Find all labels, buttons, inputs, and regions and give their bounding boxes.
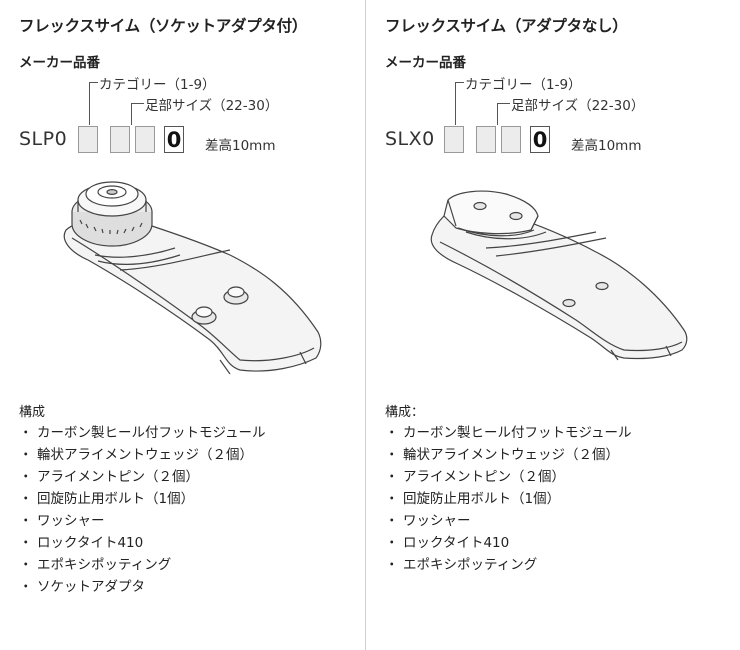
list-item: ・エポキシポッティング — [385, 557, 538, 573]
fixed-zero-digit: 0 — [164, 126, 184, 153]
foot-size-leader-line — [131, 103, 144, 125]
size-digit-box-1 — [110, 126, 130, 153]
category-leader-line — [455, 82, 464, 125]
part-number-prefix: SLX0 — [385, 128, 435, 150]
size-digit-box-1 — [476, 126, 496, 153]
list-item: ・輪状アライメントウェッジ（２個） — [19, 447, 253, 463]
part-number-prefix: SLP0 — [19, 128, 68, 150]
list-item: ・アライメントピン（２個） — [385, 469, 565, 485]
category-digit-box — [78, 126, 98, 153]
component-list: ・カーボン製ヒール付フットモジュール ・輪状アライメントウェッジ（２個） ・アラ… — [385, 422, 632, 576]
list-item: ・ワッシャー — [385, 513, 471, 529]
list-item: ・ロックタイト410 — [385, 535, 510, 551]
list-item: ・カーボン製ヒール付フットモジュール — [19, 425, 266, 441]
foot-size-label: 足部サイズ（22-30） — [145, 98, 279, 114]
category-digit-box — [444, 126, 464, 153]
product-title: フレックスサイム（ソケットアダプタ付） — [19, 17, 308, 35]
list-item: ・ロックタイト410 — [19, 535, 144, 551]
category-leader-line — [89, 82, 98, 125]
category-label: カテゴリー（1-9） — [465, 77, 582, 93]
maker-part-number-label: メーカー品番 — [385, 55, 466, 71]
composition-heading: 構成 — [19, 405, 46, 420]
fixed-zero-digit: 0 — [530, 126, 550, 153]
panel-divider — [365, 0, 366, 650]
product-panel-with-adapter: フレックスサイム（ソケットアダプタ付） メーカー品番 カテゴリー（1-9） 足部… — [0, 0, 366, 650]
list-item: ・アライメントピン（２個） — [19, 469, 199, 485]
category-label: カテゴリー（1-9） — [99, 77, 216, 93]
list-item: ・回旋防止用ボルト（1個） — [385, 491, 561, 507]
list-item: ・カーボン製ヒール付フットモジュール — [385, 425, 632, 441]
composition-heading: 構成： — [385, 405, 425, 420]
product-panel-without-adapter: フレックスサイム（アダプタなし） メーカー品番 カテゴリー（1-9） 足部サイズ… — [366, 0, 732, 650]
list-item: ・ワッシャー — [19, 513, 105, 529]
list-item: ・ソケットアダプタ — [19, 579, 145, 595]
foot-with-socket-adapter-illustration — [63, 181, 322, 375]
foot-size-label: 足部サイズ（22-30） — [511, 98, 645, 114]
size-digit-box-2 — [135, 126, 155, 153]
size-digit-box-2 — [501, 126, 521, 153]
foot-without-adapter-illustration — [430, 190, 688, 361]
heel-height-label: 差高10mm — [205, 138, 276, 154]
foot-size-leader-line — [497, 103, 510, 125]
list-item: ・回旋防止用ボルト（1個） — [19, 491, 195, 507]
component-list: ・カーボン製ヒール付フットモジュール ・輪状アライメントウェッジ（２個） ・アラ… — [19, 422, 266, 598]
heel-height-label: 差高10mm — [571, 138, 642, 154]
list-item: ・エポキシポッティング — [19, 557, 172, 573]
maker-part-number-label: メーカー品番 — [19, 55, 100, 71]
list-item: ・輪状アライメントウェッジ（２個） — [385, 447, 619, 463]
product-title: フレックスサイム（アダプタなし） — [385, 17, 628, 35]
